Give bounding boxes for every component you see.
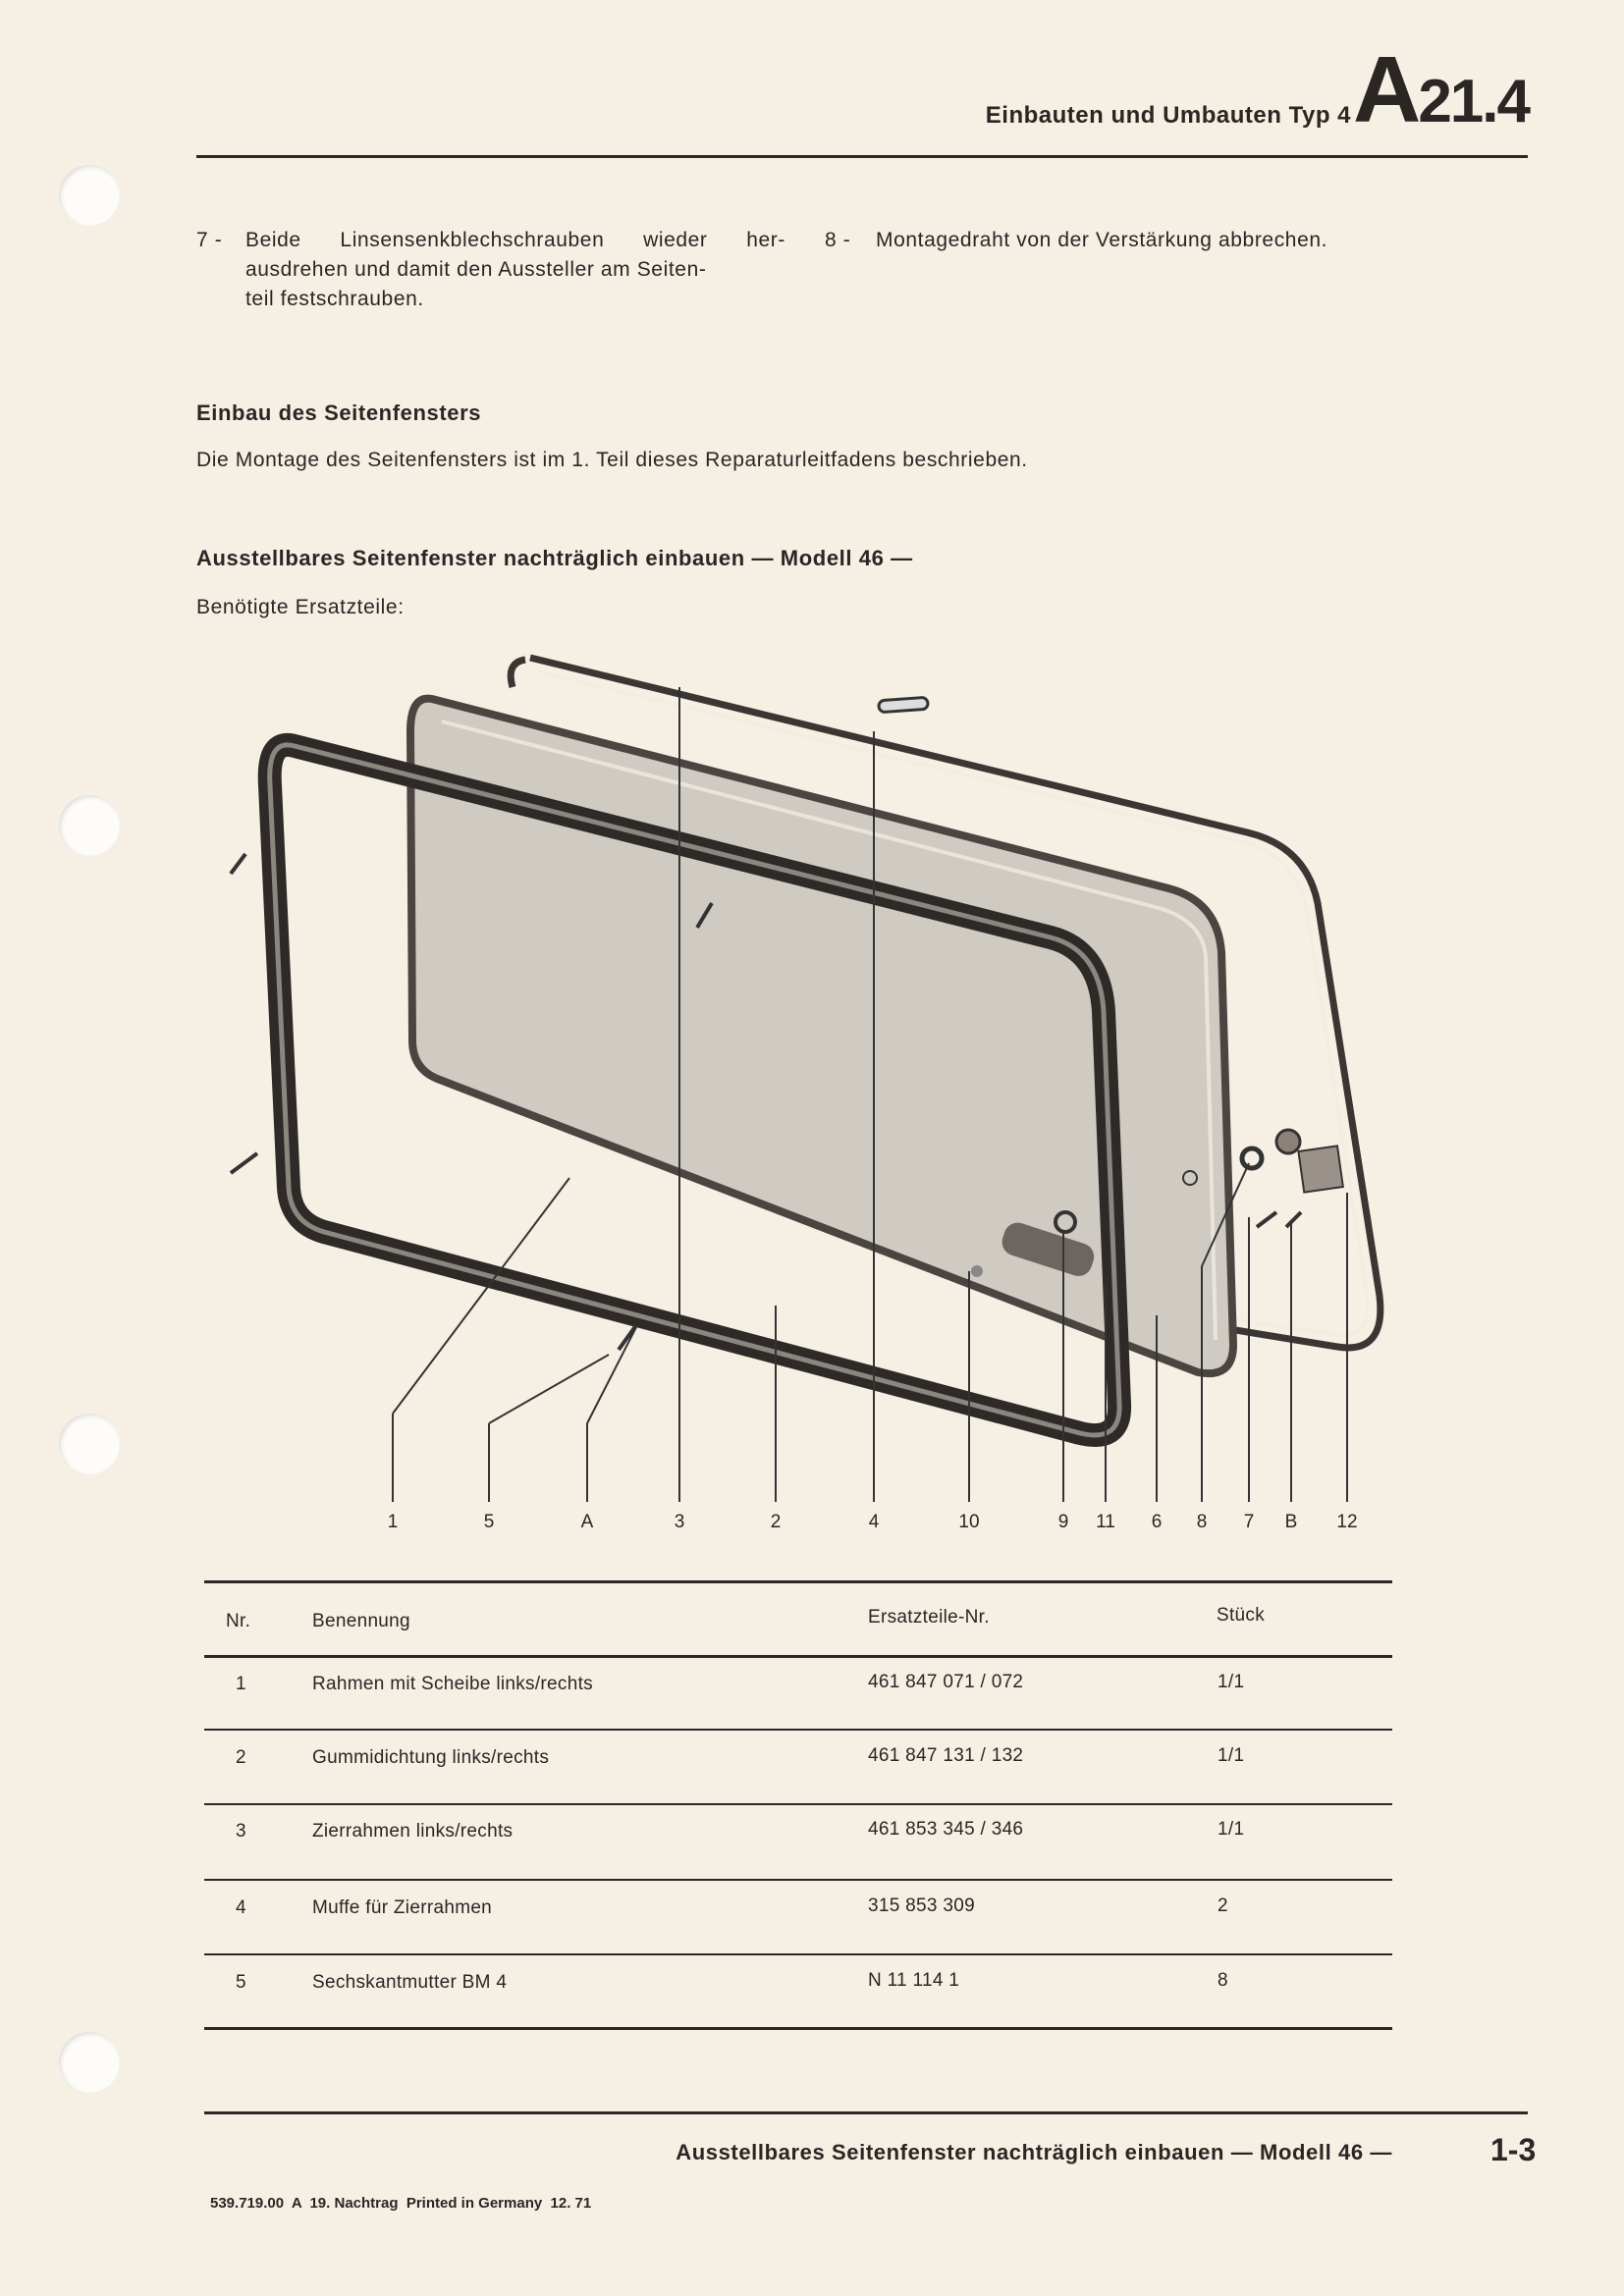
cell-name: Sechskantmutter BM 4: [312, 1972, 508, 1993]
table-rule: [204, 1580, 1392, 1583]
table-rule: [204, 1655, 1392, 1658]
step-number: 7 -: [196, 229, 223, 251]
table-rule: [204, 1729, 1392, 1731]
section-heading: Einbau des Seitenfensters: [196, 400, 482, 425]
cell-qty: 1/1: [1218, 1672, 1245, 1692]
cell-name: Zierrahmen links/rechts: [312, 1821, 514, 1842]
screws: [229, 852, 1303, 1352]
table-rule: [204, 2027, 1392, 2030]
cell-part: 461 847 131 / 132: [868, 1745, 1024, 1766]
cell-part: 461 853 345 / 346: [868, 1819, 1024, 1840]
trim-frame: [507, 654, 1384, 1352]
cell-qty: 2: [1218, 1896, 1228, 1916]
callout-label: 2: [770, 1512, 782, 1532]
col-header-nr: Nr.: [226, 1611, 251, 1631]
cell-part: 461 847 071 / 072: [868, 1672, 1024, 1692]
chapter-code-number: 21.4: [1418, 68, 1531, 135]
col-header-name: Benennung: [312, 1611, 410, 1631]
col-header-qty: Stück: [1217, 1605, 1266, 1626]
latch-hardware: [971, 1128, 1344, 1277]
footer-rule: [204, 2111, 1528, 2114]
step-line: teil festschrauben.: [245, 288, 424, 310]
callout-label: 3: [674, 1512, 685, 1532]
cell-part: 315 853 309: [868, 1896, 975, 1916]
punch-hole: [59, 1414, 120, 1474]
cell-part: N 11 114 1: [868, 1970, 960, 1991]
cell-nr: 1: [236, 1674, 246, 1694]
imprint: 539.719.00 A 19. Nachtrag Printed in Ger…: [210, 2195, 592, 2212]
callout-label: 9: [1057, 1512, 1069, 1532]
glass-panel: [406, 694, 1238, 1378]
leader-lines: [392, 687, 1348, 1502]
table-rule: [204, 1803, 1392, 1805]
table-rule: [204, 1879, 1392, 1881]
cell-name: Rahmen mit Scheibe links/rechts: [312, 1674, 593, 1694]
section-text: Die Montage des Seitenfensters ist im 1.…: [196, 449, 1028, 471]
col-header-part: Ersatzteile-Nr.: [868, 1607, 990, 1628]
callout-label: 10: [958, 1512, 980, 1532]
step-number: 8 -: [825, 229, 851, 251]
callout-label: 6: [1151, 1512, 1163, 1532]
punch-hole: [59, 165, 120, 226]
callout-label: 8: [1196, 1512, 1208, 1532]
section-subheading: Benötigte Ersatzteile:: [196, 596, 405, 618]
step-8: 8 - Montagedraht von der Verstärkung abb…: [825, 226, 1532, 255]
cell-nr: 4: [236, 1897, 246, 1918]
section-title: Einbauten und Umbauten Typ 4: [985, 102, 1351, 129]
cell-name: Gummidichtung links/rechts: [312, 1747, 550, 1768]
callout-label: 12: [1336, 1512, 1358, 1532]
table-rule: [204, 1953, 1392, 1955]
callout-label: 11: [1096, 1512, 1115, 1532]
section-heading: Ausstellbares Seitenfenster nachträglich…: [196, 546, 913, 570]
punch-hole: [59, 795, 120, 856]
callout-label: B: [1284, 1512, 1298, 1532]
header-rule: [196, 155, 1528, 158]
punch-hole: [59, 2032, 120, 2093]
callout-label: A: [580, 1512, 594, 1532]
callout-label: 1: [387, 1512, 399, 1532]
cell-nr: 5: [236, 1972, 246, 1993]
chapter-code-letter: A: [1353, 37, 1421, 142]
footer-title: Ausstellbares Seitenfenster nachträglich…: [676, 2140, 1392, 2164]
trim-frame-inner: [537, 669, 1370, 1337]
step-line: Beide Linsensenkblechschrauben wieder he…: [245, 229, 785, 251]
step-7: 7 - Beide Linsensenkblechschrauben wiede…: [196, 226, 785, 314]
cell-qty: 8: [1218, 1970, 1228, 1991]
cell-nr: 2: [236, 1747, 246, 1768]
cell-qty: 1/1: [1218, 1745, 1245, 1766]
callout-label: 5: [483, 1512, 495, 1532]
cell-qty: 1/1: [1218, 1819, 1245, 1840]
page-number: 1-3: [1490, 2132, 1537, 2167]
cell-name: Muffe für Zierrahmen: [312, 1897, 493, 1918]
step-line: ausdrehen und damit den Aussteller am Se…: [245, 258, 707, 281]
chapter-code: A21.4: [1353, 43, 1531, 137]
step-line: Montagedraht von der Verstärkung abbrech…: [876, 229, 1328, 251]
callout-label: 7: [1243, 1512, 1255, 1532]
cell-nr: 3: [236, 1821, 246, 1842]
callout-label: 4: [868, 1512, 880, 1532]
